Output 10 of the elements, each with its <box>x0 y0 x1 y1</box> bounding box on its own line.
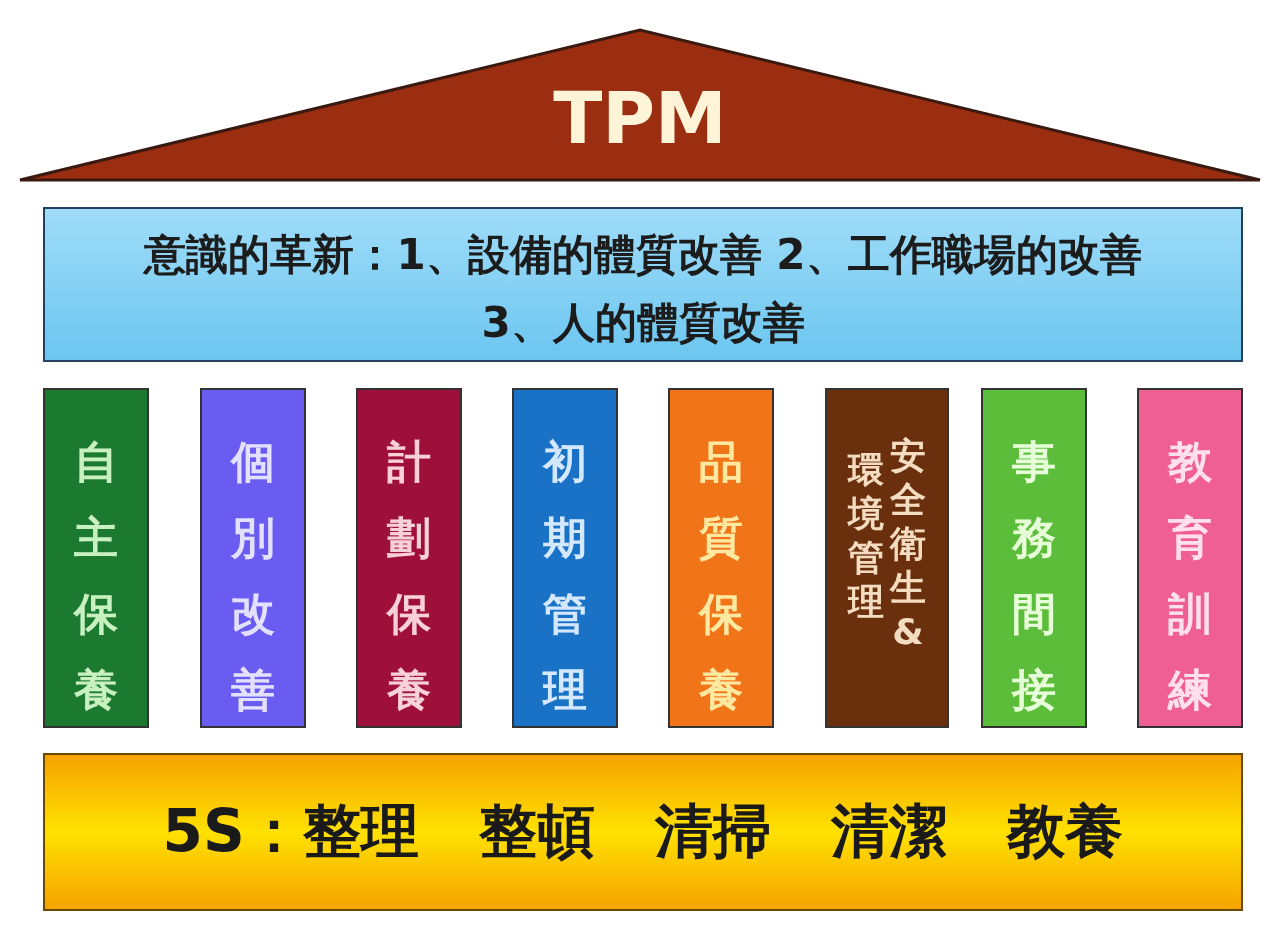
pillar-box: 事務間接 <box>981 388 1087 728</box>
pillar-box: 品質保養 <box>668 388 774 728</box>
pillar-box: 教育訓練 <box>1137 388 1243 728</box>
foundation-box: 5S：整理 整頓 清掃 清潔 教養 <box>43 753 1243 911</box>
pillar-box: 個別改善 <box>200 388 306 728</box>
banner-box: 意識的革新：1、設備的體質改善 2、工作職場的改善 3、人的體質改善 <box>43 207 1243 362</box>
pillar-box: 初期管理 <box>512 388 618 728</box>
roof-triangle: TPM <box>18 28 1262 182</box>
pillar-box: 計劃保養 <box>356 388 462 728</box>
pillar-box: 自主保養 <box>43 388 149 728</box>
